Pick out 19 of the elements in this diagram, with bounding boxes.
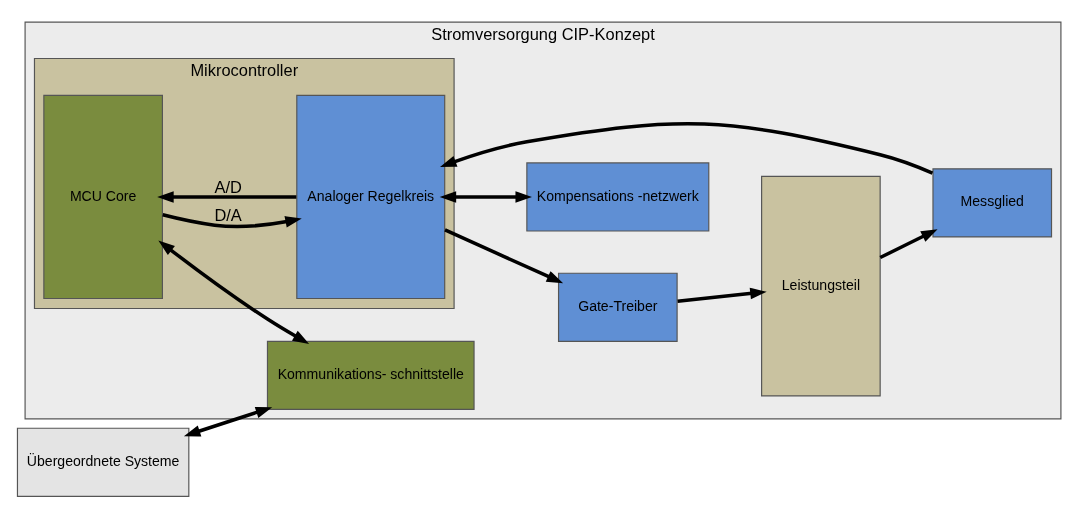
node-box: Kommunikations- schnittstelle — [266, 340, 475, 410]
node-box: MCU Core — [43, 94, 163, 300]
edge-label: D/A — [214, 205, 242, 224]
node-box: Übergeordnete Systeme — [16, 427, 190, 497]
node-box: Gate-Treiber — [557, 272, 678, 342]
arrow — [183, 406, 273, 437]
node-box: Leistungsteil — [761, 175, 881, 397]
arrow — [677, 287, 767, 303]
arrow — [157, 191, 297, 203]
edge-label: A/D — [214, 177, 242, 196]
arrow — [439, 191, 532, 203]
arrow — [444, 228, 564, 284]
arrow — [162, 213, 302, 229]
arrow — [158, 240, 310, 344]
node-box: Messglied — [932, 168, 1053, 238]
node-box: Kompensations -netzwerk — [526, 162, 710, 232]
arrow — [879, 229, 938, 260]
node-box: Analoger Regelkreis — [296, 94, 446, 300]
arrow — [440, 122, 934, 175]
